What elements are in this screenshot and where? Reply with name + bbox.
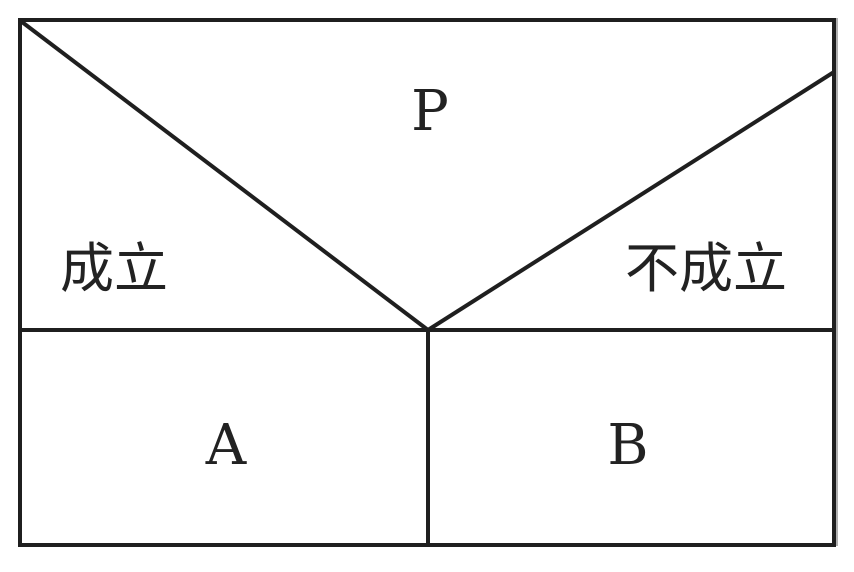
false-label: 不成立 — [625, 237, 787, 300]
true-branch-label: A — [205, 413, 247, 478]
diagonal-right — [426, 70, 836, 332]
diagonal-left — [20, 20, 430, 332]
false-branch-label: B — [607, 413, 648, 478]
true-label: 成立 — [60, 237, 168, 300]
condition-label: P — [411, 79, 449, 144]
